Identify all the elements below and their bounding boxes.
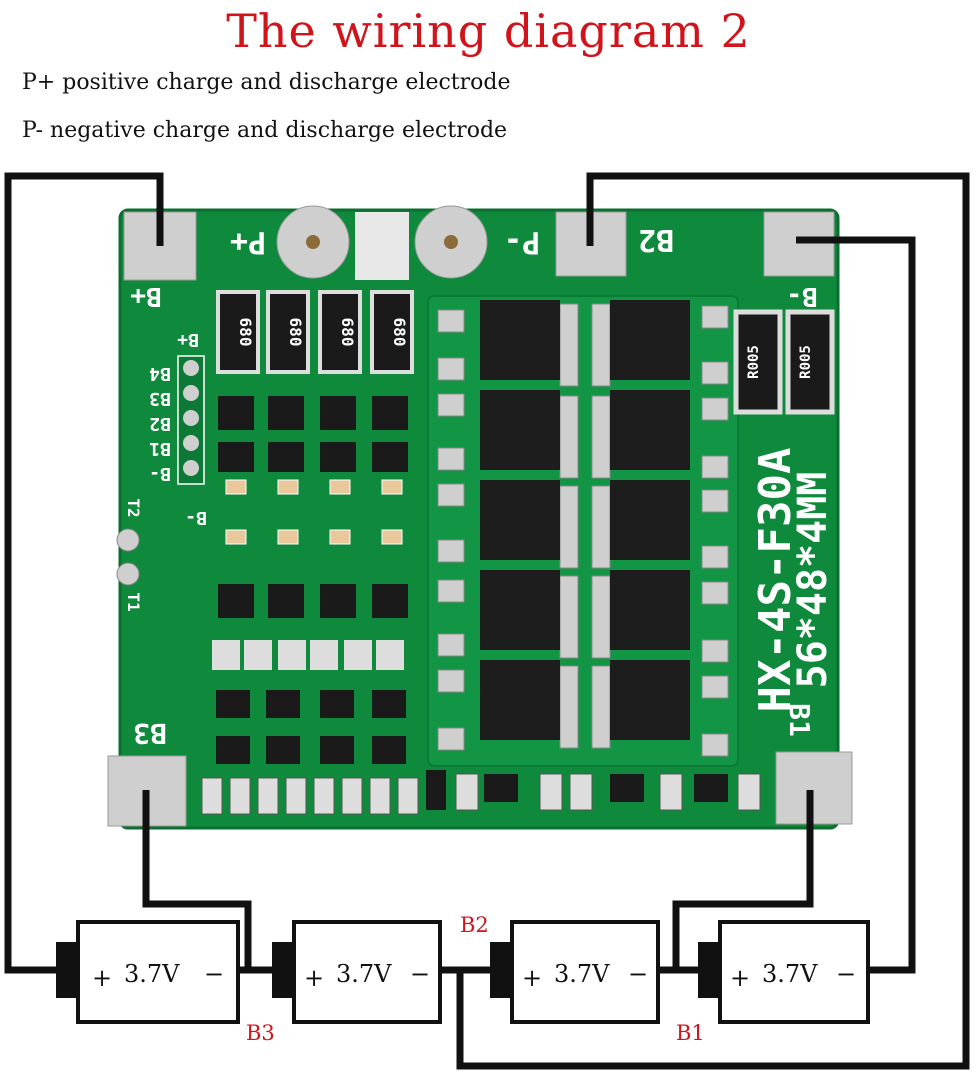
svg-text:680: 680 (390, 318, 409, 347)
silk-b-plus-small: B+ (177, 329, 199, 350)
header-pin-b4: B4 (149, 363, 171, 384)
diagram-title: The wiring diagram 2 (226, 4, 751, 58)
battery-4-label: 3.7V (762, 960, 818, 988)
silk-b-minus: B- (786, 281, 817, 311)
silk-b3: B3 (133, 717, 167, 750)
silk-p-plus: P+ (230, 224, 266, 259)
silk-model: HX-4S-F30A (750, 448, 801, 713)
resistor-680-3: 680 (318, 290, 362, 374)
silk-size: 56*48*4MM (790, 472, 836, 689)
svg-text:680: 680 (338, 318, 357, 347)
wire-b-plus (4, 172, 164, 974)
battery-2-label: 3.7V (336, 960, 392, 988)
svg-text:+: + (730, 964, 750, 992)
silk-t2: T2 (124, 498, 143, 517)
silk-p-minus: P- (504, 224, 540, 259)
battery-1-label: 3.7V (124, 960, 180, 988)
wire-b2 (456, 172, 970, 1070)
node-label-b1: B1 (676, 1021, 705, 1045)
resistor-680-2: 680 (266, 290, 310, 374)
svg-text:−: − (836, 960, 856, 988)
silk-b1: B1 (783, 703, 816, 737)
svg-text:680: 680 (286, 318, 305, 347)
shunt-r005-1: R005 (733, 309, 783, 415)
battery-4: + 3.7V − (698, 920, 870, 1024)
resistor-680-4: 680 (370, 290, 414, 374)
node-label-b2: B2 (460, 913, 489, 937)
battery-3-label: 3.7V (554, 960, 610, 988)
wires (4, 172, 970, 1070)
battery-2: + 3.7V − (272, 920, 442, 1024)
silk-t1: T1 (124, 592, 143, 611)
wire-b-minus (796, 236, 916, 974)
svg-text:680: 680 (236, 318, 255, 347)
legend-p-minus: P- negative charge and discharge electro… (22, 118, 508, 143)
legend-p-plus: P+ positive charge and discharge electro… (22, 70, 511, 95)
svg-text:+: + (522, 964, 542, 992)
svg-text:R005: R005 (746, 345, 762, 379)
wire-b1 (672, 790, 814, 970)
shunt-r005-2: R005 (785, 309, 835, 415)
pad-b1 (775, 751, 853, 825)
silk-b-minus-small: B- (185, 507, 207, 528)
header-pin-b-minus: B- (149, 463, 171, 484)
silk-b2: B2 (638, 222, 674, 257)
header-pin-b3: B3 (149, 388, 171, 409)
bms-board: B+ P+ P- B2 B- B3 B1 HX-4S-F30A 56*48*4M… (107, 205, 853, 830)
balance-header: B4 B3 B2 B1 B- (149, 355, 205, 485)
header-pin-b2: B2 (149, 413, 171, 434)
svg-text:−: − (628, 960, 648, 988)
svg-text:+: + (92, 964, 112, 992)
resistor-680-1: 680 (216, 290, 260, 374)
svg-text:−: − (204, 960, 224, 988)
wire-b3 (142, 790, 252, 970)
svg-text:−: − (410, 960, 430, 988)
header-pin-b1: B1 (149, 438, 171, 459)
balance-ics (212, 396, 408, 764)
mosfet-array (437, 300, 729, 757)
svg-text:R005: R005 (798, 345, 814, 379)
battery-3: + 3.7V − (490, 920, 660, 1024)
battery-1: + 3.7V − (56, 920, 240, 1024)
svg-text:+: + (304, 964, 324, 992)
pad-b-minus (763, 211, 835, 277)
silk-b-plus: B+ (130, 281, 161, 311)
node-label-b3: B3 (246, 1021, 275, 1045)
